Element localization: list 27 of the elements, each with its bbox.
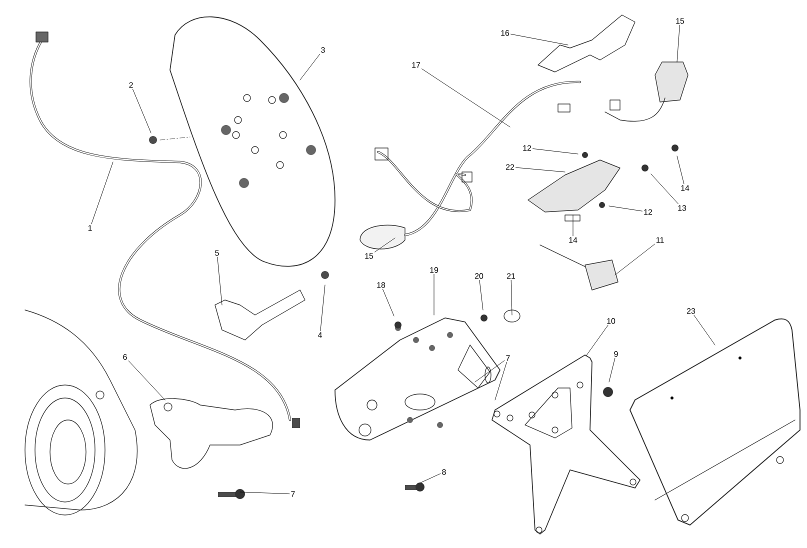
leader-line — [516, 167, 566, 172]
leader-line — [420, 473, 441, 484]
leader-line — [474, 360, 505, 382]
leader-line — [608, 206, 642, 212]
leader-line — [532, 148, 578, 154]
leader-line — [510, 280, 512, 316]
leader-line — [510, 34, 568, 46]
leader-line — [217, 256, 222, 306]
leader-line — [650, 174, 678, 204]
leader-line — [614, 244, 655, 276]
leader-line — [128, 360, 166, 400]
leader-line — [479, 280, 484, 310]
leader-line — [608, 358, 616, 382]
leader-line — [572, 214, 574, 236]
leader-line — [240, 492, 290, 494]
leader-line — [382, 288, 394, 316]
leader-line — [300, 54, 320, 80]
leader-line — [494, 362, 507, 400]
leader-line — [320, 284, 326, 332]
leader-line — [694, 314, 716, 346]
leader-line — [374, 238, 396, 252]
leader-line — [586, 324, 608, 356]
leader-line — [676, 24, 680, 62]
leader-line — [91, 162, 114, 224]
leader-line — [132, 88, 152, 134]
leader-line — [422, 68, 510, 128]
leader-line — [676, 156, 684, 184]
